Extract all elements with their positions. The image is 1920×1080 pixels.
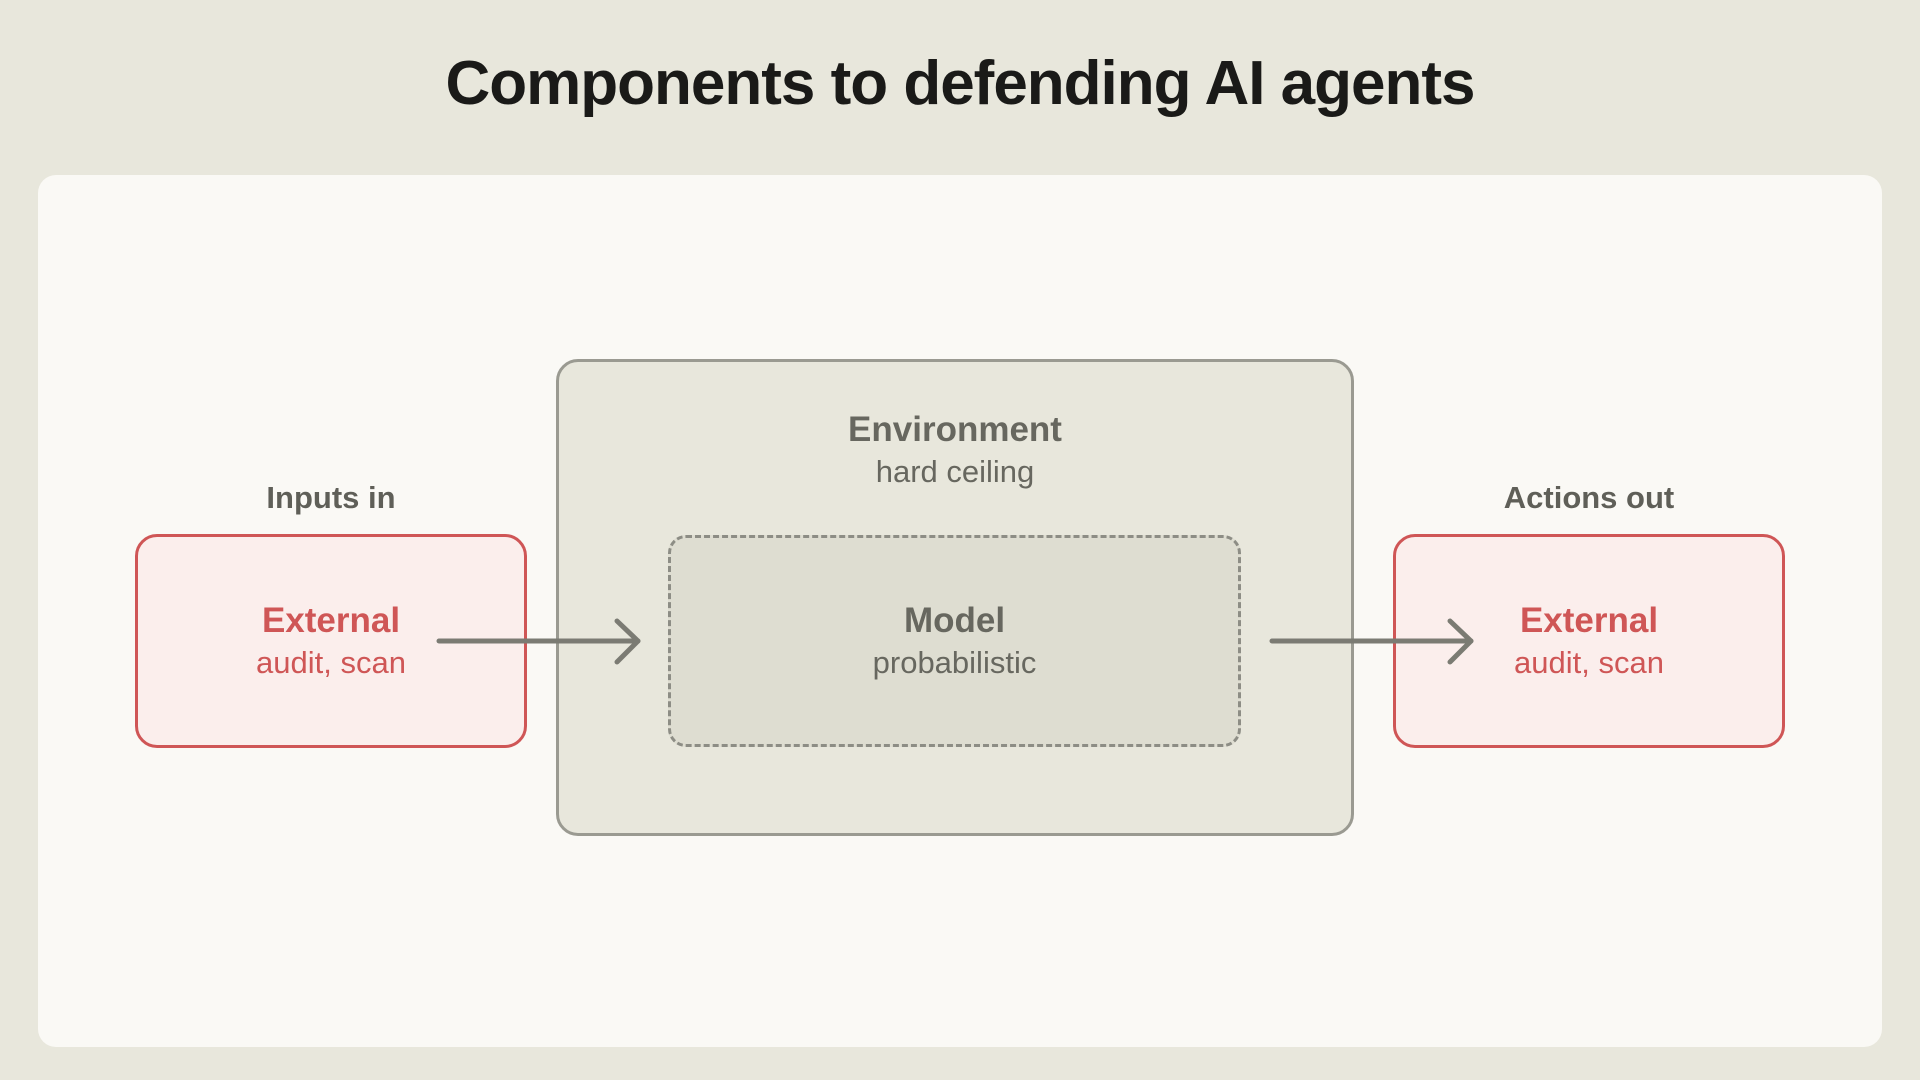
model-subtitle: probabilistic [872,645,1037,680]
output-external-subtitle: audit, scan [1514,645,1664,680]
actions-label: Actions out [1503,480,1675,515]
input-external-box: External audit, scan [135,534,527,748]
environment-title: Environment [848,410,1062,449]
input-external-title: External [261,601,401,640]
model-title: Model [903,601,1006,640]
input-external-subtitle: audit, scan [256,645,406,680]
inputs-label: Inputs in [266,480,396,515]
model-box: Model probabilistic [668,535,1241,747]
page-title: Components to defending AI agents [445,49,1475,118]
environment-subtitle: hard ceiling [875,454,1035,489]
output-external-box: External audit, scan [1393,534,1785,748]
output-external-title: External [1519,601,1659,640]
